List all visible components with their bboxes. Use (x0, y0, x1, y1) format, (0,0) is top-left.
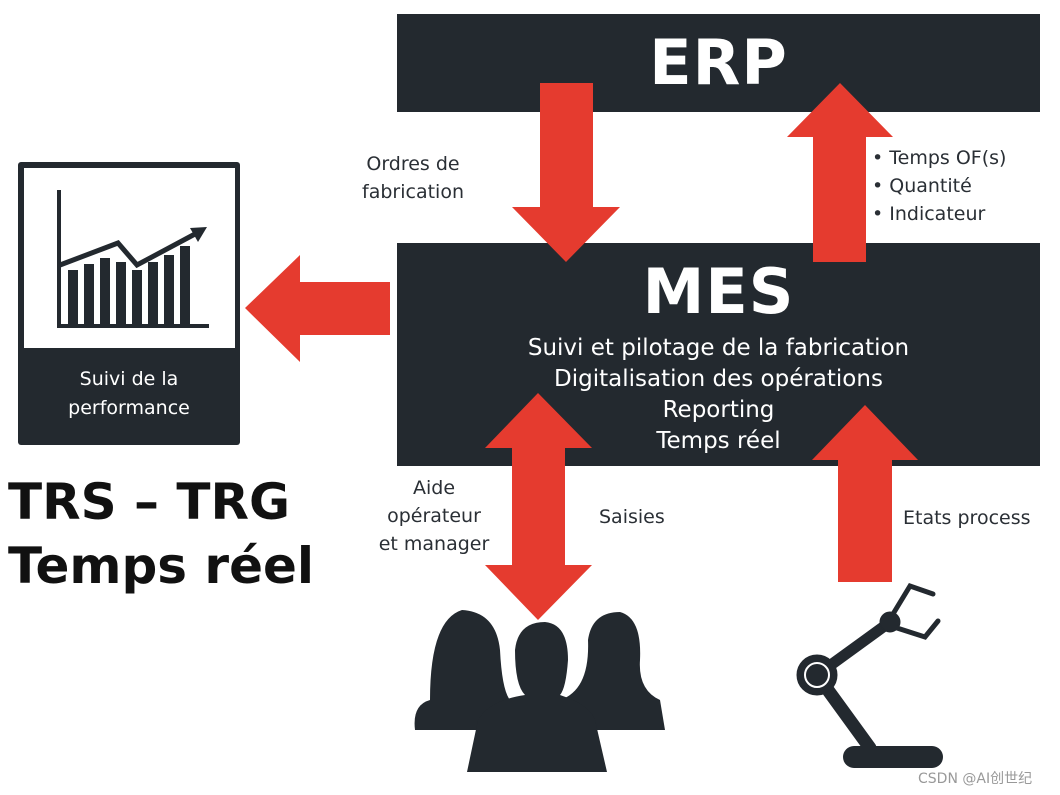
performance-label-line: performance (68, 397, 190, 419)
arrow-process-to-mes (812, 405, 918, 582)
saisies-label: Saisies (599, 506, 665, 528)
erp-box: ERP (397, 14, 1040, 112)
arrow-erp-to-mes (512, 83, 620, 262)
watermark: CSDN @AI创世纪 (918, 771, 1033, 787)
bullet-item: • Temps OF(s) (872, 147, 1007, 169)
bullet-item: • Quantité (872, 175, 972, 197)
arrow-mes-to-erp (787, 83, 893, 262)
orders-line: fabrication (362, 181, 464, 203)
etats-label: Etats process (903, 507, 1031, 529)
chart-growth-icon (57, 190, 209, 328)
headline-line: Temps réel (8, 537, 315, 595)
aide-line: opérateur (387, 505, 481, 527)
aide-line: et manager (378, 533, 490, 555)
feedback-bullets: • Temps OF(s) • Quantité • Indicateur (872, 144, 1006, 228)
robot-arm-icon (796, 582, 943, 768)
headline-line: TRS – TRG (8, 473, 291, 531)
mes-line: Digitalisation des opérations (554, 366, 883, 392)
mes-title: MES (642, 255, 795, 328)
arrow-double-operators (485, 393, 592, 620)
performance-label-line: Suivi de la (79, 368, 179, 390)
mes-box: MES Suivi et pilotage de la fabrication … (397, 243, 1040, 466)
orders-line: Ordres de (366, 153, 460, 175)
aide-label: Aide opérateur et manager (364, 474, 504, 558)
mes-line: Temps réel (656, 428, 781, 454)
mes-line: Suivi et pilotage de la fabrication (527, 335, 910, 361)
mes-line: Reporting (662, 397, 775, 423)
operators-icon (414, 610, 665, 772)
orders-label: Ordres de fabrication (343, 150, 483, 206)
headline: TRS – TRG Temps réel (8, 470, 314, 598)
arrow-mes-to-performance (245, 255, 390, 362)
erp-title: ERP (649, 26, 788, 99)
bullet-item: • Indicateur (872, 203, 986, 225)
aide-line: Aide (412, 477, 456, 499)
performance-label: Suivi de la performance (18, 365, 240, 423)
